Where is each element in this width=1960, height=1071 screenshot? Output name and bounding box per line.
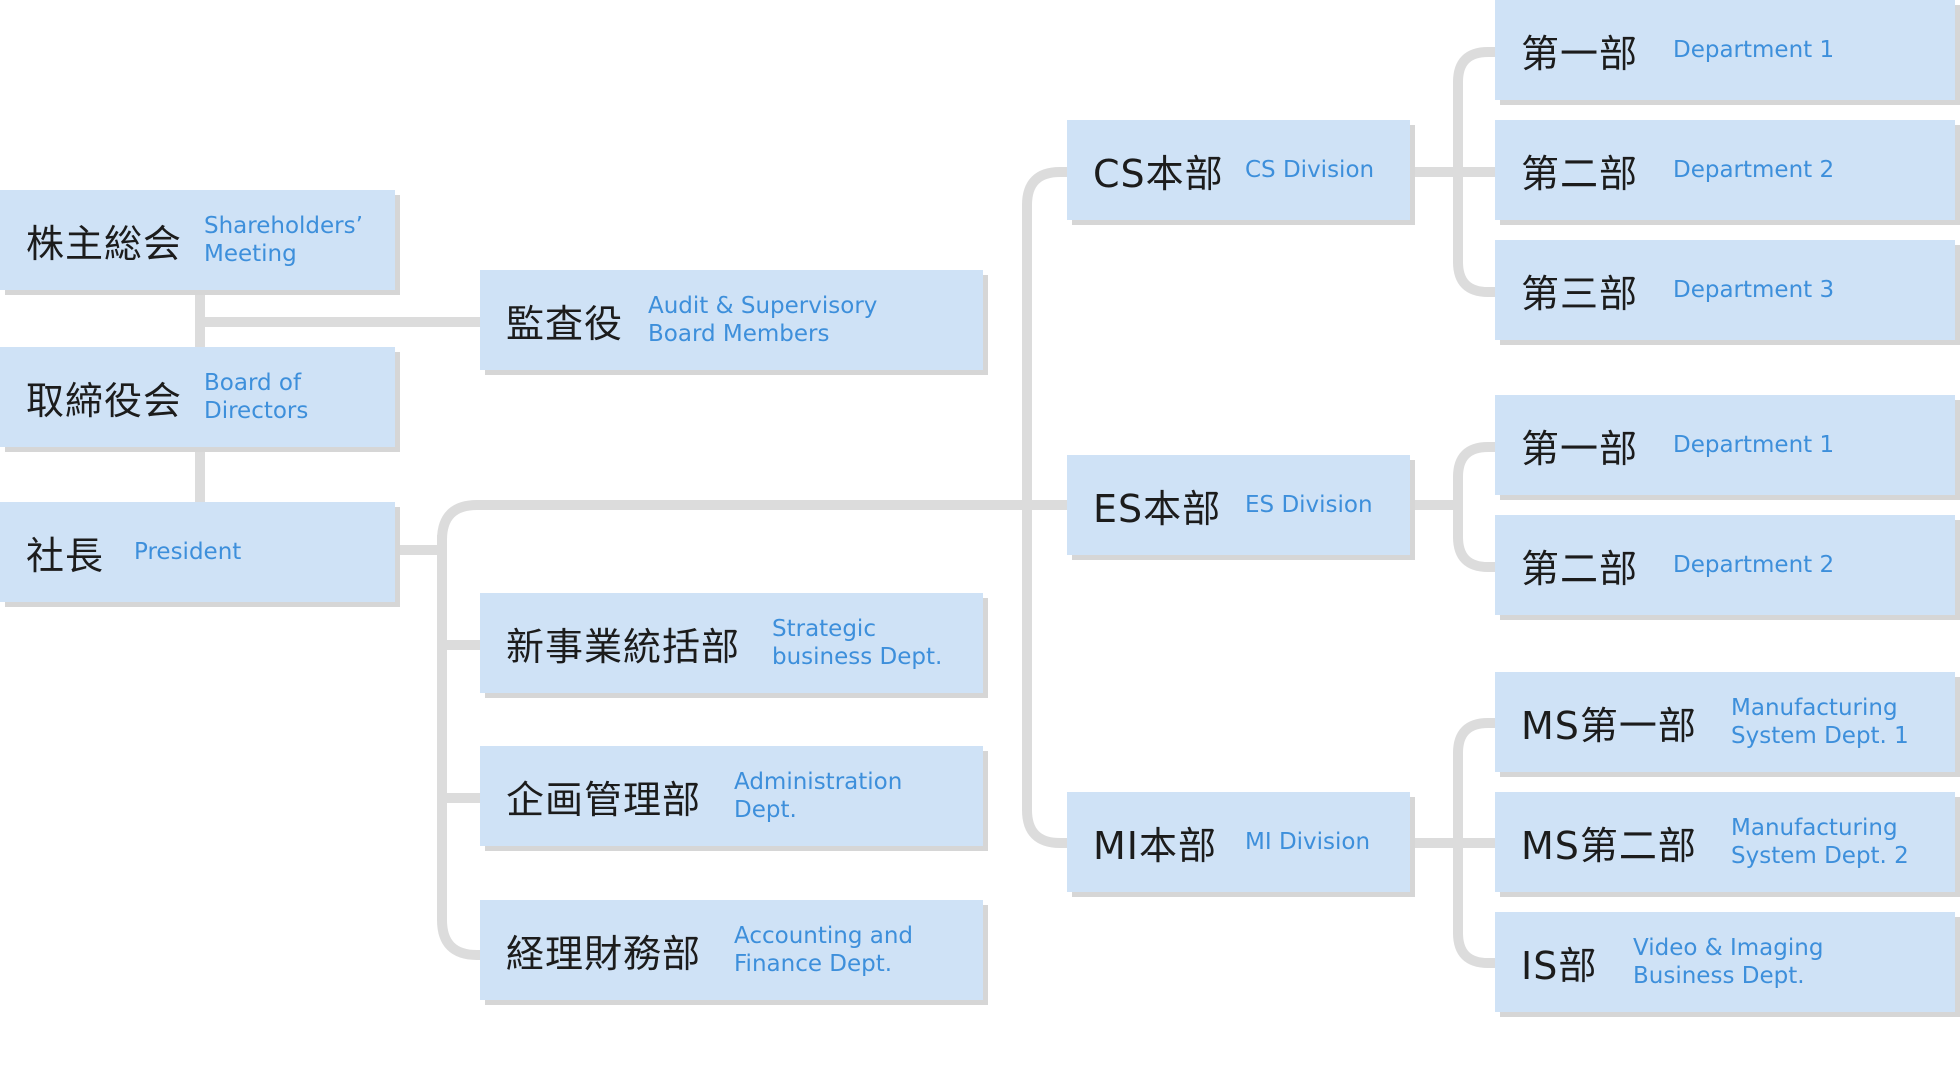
node-cs-department-1: 第一部 Department 1: [1495, 0, 1955, 100]
node-en-label: CS Division: [1245, 157, 1375, 183]
node-en-label: Department 2: [1673, 157, 1835, 183]
node-es-department-2: 第二部 Department 2: [1495, 515, 1955, 615]
node-en-label: Accounting and Finance Dept.: [734, 923, 914, 977]
node-cs-division: CS本部 CS Division: [1067, 120, 1410, 220]
node-cs-department-2: 第二部 Department 2: [1495, 120, 1955, 220]
node-jp-label: 経理財務部: [506, 931, 702, 976]
node-jp-label: 新事業統括部: [506, 624, 741, 669]
node-jp-label: 監査役: [506, 301, 624, 346]
node-jp-label: 社長: [26, 533, 105, 578]
node-en-label: Department 2: [1673, 552, 1835, 578]
node-jp-label: IS部: [1521, 943, 1598, 988]
node-president: 社長 President: [0, 502, 395, 602]
node-en-label: Shareholders’ Meeting: [204, 213, 363, 267]
node-en-label: Strategic business Dept.: [772, 616, 943, 670]
node-es-division: ES本部 ES Division: [1067, 455, 1410, 555]
node-jp-label: MI本部: [1093, 823, 1217, 868]
node-en-label: Manufacturing System Dept. 1: [1731, 695, 1909, 749]
node-is-dept: IS部 Video & Imaging Business Dept.: [1495, 912, 1955, 1012]
node-en-label: ES Division: [1245, 492, 1373, 518]
connector-es-bus: [1453, 442, 1495, 572]
node-accounting-finance-dept: 経理財務部 Accounting and Finance Dept.: [480, 900, 983, 1000]
node-en-label: Administration Dept.: [734, 769, 903, 823]
connector-staff-top: [437, 500, 1067, 550]
node-jp-label: 取締役会: [26, 378, 183, 423]
node-jp-label: 第一部: [1521, 426, 1639, 471]
node-ms-dept-2: MS第二部 Manufacturing System Dept. 2: [1495, 792, 1955, 892]
node-es-department-1: 第一部 Department 1: [1495, 395, 1955, 495]
node-ms-dept-1: MS第一部 Manufacturing System Dept. 1: [1495, 672, 1955, 772]
node-en-label: Video & Imaging Business Dept.: [1633, 935, 1824, 989]
node-jp-label: CS本部: [1093, 151, 1224, 196]
node-en-label: Manufacturing System Dept. 2: [1731, 815, 1909, 869]
node-jp-label: 第一部: [1521, 31, 1639, 76]
node-jp-label: 第二部: [1521, 546, 1639, 591]
node-en-label: Board of Directors: [204, 370, 309, 424]
node-jp-label: 株主総会: [26, 221, 183, 266]
node-en-label: Department 1: [1673, 432, 1835, 458]
node-cs-department-3: 第三部 Department 3: [1495, 240, 1955, 340]
node-jp-label: 第二部: [1521, 151, 1639, 196]
node-en-label: Department 1: [1673, 37, 1835, 63]
node-jp-label: ES本部: [1093, 486, 1222, 531]
node-en-label: Audit & Supervisory Board Members: [648, 293, 878, 347]
node-jp-label: 企画管理部: [506, 777, 702, 822]
node-strategic-business-dept: 新事業統括部 Strategic business Dept.: [480, 593, 983, 693]
node-jp-label: MS第二部: [1521, 823, 1697, 868]
node-mi-division: MI本部 MI Division: [1067, 792, 1410, 892]
node-board-of-directors: 取締役会 Board of Directors: [0, 347, 395, 447]
node-en-label: President: [134, 539, 242, 565]
node-jp-label: 第三部: [1521, 271, 1639, 316]
node-en-label: MI Division: [1245, 829, 1371, 855]
node-shareholders-meeting: 株主総会 Shareholders’ Meeting: [0, 190, 395, 290]
node-en-label: Department 3: [1673, 277, 1835, 303]
connector-staff-bus: [437, 535, 480, 960]
node-administration-dept: 企画管理部 Administration Dept.: [480, 746, 983, 846]
node-audit-supervisory-board: 監査役 Audit & Supervisory Board Members: [480, 270, 983, 370]
node-jp-label: MS第一部: [1521, 703, 1697, 748]
